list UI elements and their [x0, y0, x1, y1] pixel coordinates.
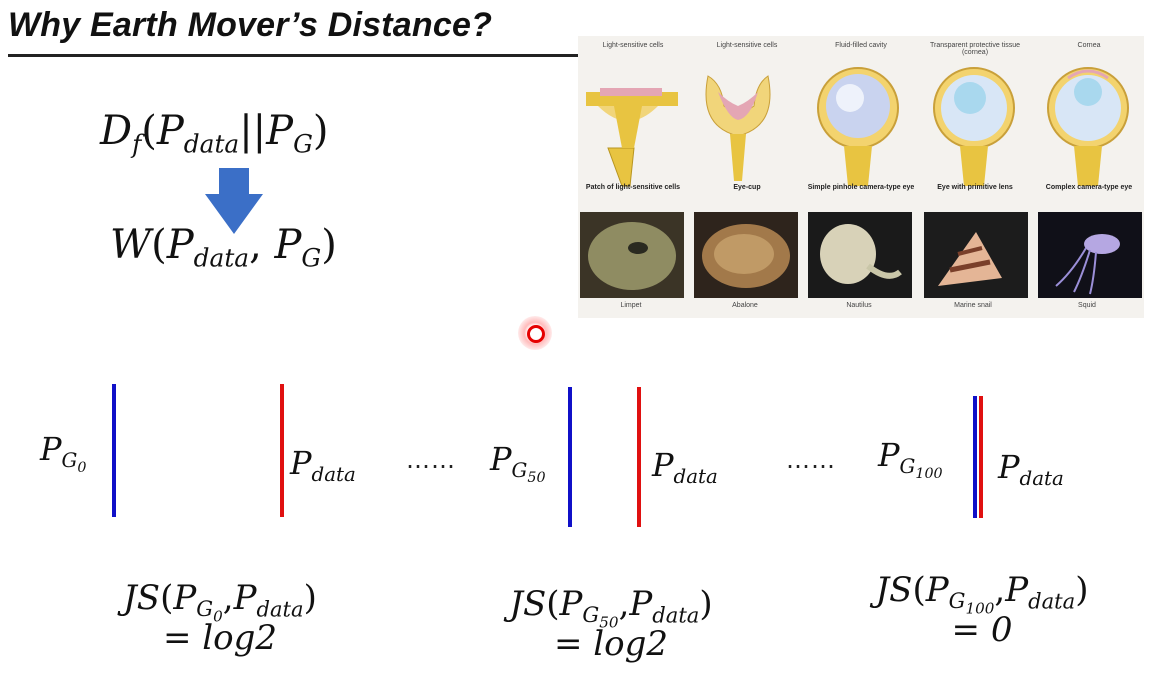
pdata-label-3: Pdata: [998, 448, 1064, 490]
eye-stage-cup-diagram: [705, 75, 771, 181]
pdata-bar-1: [280, 384, 284, 517]
wasserstein-formula: W(Pdata, PG): [110, 222, 337, 273]
slide-title: Why Earth Mover’s Distance?: [8, 6, 493, 44]
js-result-g0: JS(PG0,Pdata) = log2: [123, 578, 317, 658]
eye-stage-lens-diagram: [933, 67, 1015, 186]
eye-stage-complex-diagram: [1047, 67, 1129, 186]
laser-pointer-icon: [518, 316, 552, 350]
title-underline: [8, 54, 578, 57]
js-result-g50: JS(PG50,Pdata) = log2: [509, 584, 713, 664]
pg0-bar: [112, 384, 116, 517]
down-arrow-icon: [205, 168, 263, 234]
pg100-bar: [973, 396, 977, 518]
squid-photo: [1038, 212, 1142, 298]
eye-evolution-figure: Light-sensitive cells Patch of light-sen…: [578, 36, 1144, 318]
divergence-formula: Df(Pdata||PG): [100, 108, 329, 159]
ellipsis-1: ……: [406, 446, 456, 474]
pg100-label: PG100: [878, 436, 943, 482]
pg50-label: PG50: [490, 440, 546, 486]
pg0-label: PG0: [40, 430, 87, 476]
pg50-bar: [568, 387, 572, 527]
pdata-label-1: Pdata: [290, 444, 356, 486]
eye-stage-pinhole-diagram: [817, 67, 899, 186]
pdata-bar-3: [979, 396, 983, 518]
ellipsis-2: ……: [786, 446, 836, 474]
eye-diagrams: [580, 67, 1142, 298]
js-result-g100: JS(PG100,Pdata) = 0: [875, 570, 1089, 650]
pdata-bar-2: [637, 387, 641, 527]
eye-stage-patch-diagram: [586, 88, 678, 187]
pdata-label-2: Pdata: [652, 446, 718, 488]
